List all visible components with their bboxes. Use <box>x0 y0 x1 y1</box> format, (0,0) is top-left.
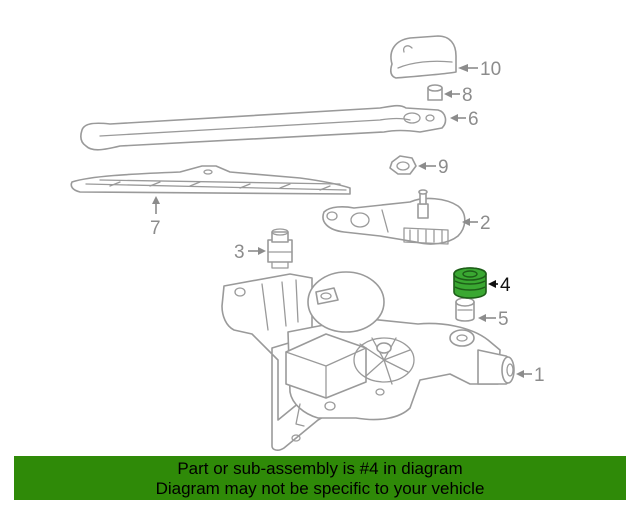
part-10-arm-cap[interactable] <box>390 35 457 79</box>
callout-2-label: 2 <box>480 213 491 234</box>
banner-line-2: Diagram may not be specific to your vehi… <box>155 479 485 498</box>
parts-diagram: 10 8 6 9 2 7 3 4 5 1 <box>70 35 545 451</box>
callout-10: 10 <box>458 59 501 80</box>
callout-6: 6 <box>450 109 479 130</box>
part-1-wiper-motor[interactable] <box>221 271 515 451</box>
callout-8-label: 8 <box>462 85 473 106</box>
callout-8: 8 <box>444 85 473 106</box>
callout-3: 3 <box>234 242 266 263</box>
callout-7-label: 7 <box>150 218 161 239</box>
part-2-pivot-linkage[interactable] <box>322 189 466 245</box>
callout-5: 5 <box>478 309 509 330</box>
callout-1-label: 1 <box>534 365 545 386</box>
part-4-grommet-highlighted[interactable] <box>453 267 487 299</box>
callout-4: 4 <box>488 275 511 296</box>
callout-7: 7 <box>150 196 161 239</box>
callout-2: 2 <box>462 213 491 234</box>
part-9-hex-nut[interactable] <box>389 155 417 175</box>
callout-9-label: 9 <box>438 157 449 178</box>
part-8-nut[interactable] <box>427 84 443 101</box>
callout-9: 9 <box>418 157 449 178</box>
callout-1: 1 <box>516 365 545 386</box>
callout-10-label: 10 <box>480 59 501 80</box>
callout-4-label: 4 <box>500 275 511 296</box>
callout-5-label: 5 <box>498 309 509 330</box>
part-3-connector[interactable] <box>267 228 293 269</box>
part-7-wiper-blade[interactable] <box>70 165 351 195</box>
banner-line-1: Part or sub-assembly is #4 in diagram <box>177 459 463 478</box>
part-6-wiper-arm[interactable] <box>80 104 447 151</box>
callout-6-label: 6 <box>468 109 479 130</box>
callout-3-label: 3 <box>234 242 245 263</box>
part-info-banner: Part or sub-assembly is #4 in diagram Di… <box>14 456 626 500</box>
part-5-bushing[interactable] <box>455 297 475 322</box>
